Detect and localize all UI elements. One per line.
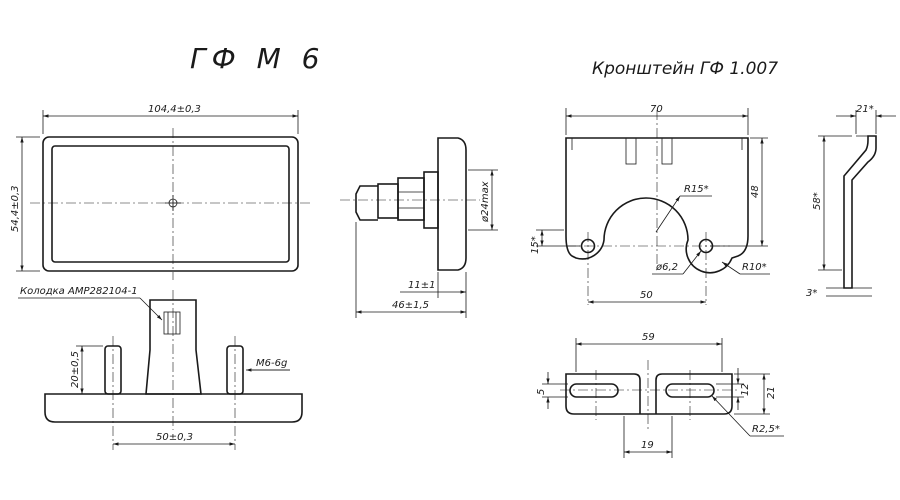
front-width-dimension <box>42 110 299 134</box>
lamp-front-view <box>30 128 310 280</box>
bracket-top-21-dimension <box>734 373 770 415</box>
bracket-side-21-label: 21* <box>856 104 874 115</box>
bracket-50-label: 50 <box>640 290 653 301</box>
side-11-dimension <box>400 272 467 298</box>
bracket-side-3-label: 3* <box>806 288 817 299</box>
main-title: ГФ М 6 <box>190 42 325 75</box>
bracket-side-58-dimension <box>818 135 852 271</box>
bracket-top-r25-label: R2,5* <box>752 424 780 435</box>
bracket-top-5-dimension <box>542 372 568 409</box>
bracket-d62-leader <box>652 250 702 275</box>
bracket-top-5-label: 5 <box>536 389 547 395</box>
lamp-side-view <box>340 137 480 271</box>
bracket-48-label: 48 <box>750 185 761 198</box>
connector-leader <box>18 297 163 321</box>
bracket-r15-label: R15* <box>684 184 709 195</box>
side-11-label: 11±1 <box>408 280 435 291</box>
front-height-dimension <box>16 136 40 272</box>
bracket-side-3-dimension <box>826 287 872 297</box>
bracket-r10-label: R10* <box>742 262 767 273</box>
bracket-top-59-label: 59 <box>642 332 655 343</box>
bracket-d62-label: ø6,2 <box>655 262 678 273</box>
bracket-top-view <box>560 360 740 430</box>
bracket-side-view <box>843 135 877 289</box>
bracket-front-view <box>565 110 749 305</box>
lamp-bottom-view <box>44 290 303 450</box>
bracket-top-21-label: 21 <box>766 386 777 399</box>
bracket-70-dimension <box>565 108 749 135</box>
bracket-48-dimension <box>710 137 768 247</box>
bracket-side-21-dimension <box>836 110 896 134</box>
bracket-15-dimension <box>536 229 580 247</box>
bracket-top-19-dimension <box>623 416 673 458</box>
bracket-r15-leader <box>655 195 712 233</box>
connector-label: Колодка AMP282104-1 <box>20 286 138 297</box>
side-46-dimension <box>355 222 467 318</box>
bracket-top-19-label: 19 <box>641 440 654 451</box>
bracket-top-12-dimension <box>716 368 744 410</box>
bottom-20-label: 20±0,5 <box>70 351 81 388</box>
side-dia-label: ø24max <box>480 181 491 223</box>
front-width-label: 104,4±0,3 <box>148 104 201 115</box>
bracket-top-r25-leader <box>711 395 784 437</box>
bottom-50-label: 50±0,3 <box>156 432 193 443</box>
side-dia-dimension <box>468 169 498 231</box>
bracket-r10-leader <box>721 261 770 275</box>
bracket-70-label: 70 <box>650 104 663 115</box>
front-height-label: 54,4±0,3 <box>10 185 21 232</box>
bracket-15-label: 15* <box>530 236 541 254</box>
bracket-top-12-label: 12 <box>740 383 751 396</box>
thread-label: M6-6g <box>256 358 287 369</box>
bottom-20-dimension <box>76 345 103 395</box>
side-46-label: 46±1,5 <box>392 300 429 311</box>
bracket-title: Кронштейн ГФ 1.007 <box>592 59 778 79</box>
bracket-side-58-label: 58* <box>812 192 823 210</box>
bracket-top-59-dimension <box>575 338 723 372</box>
